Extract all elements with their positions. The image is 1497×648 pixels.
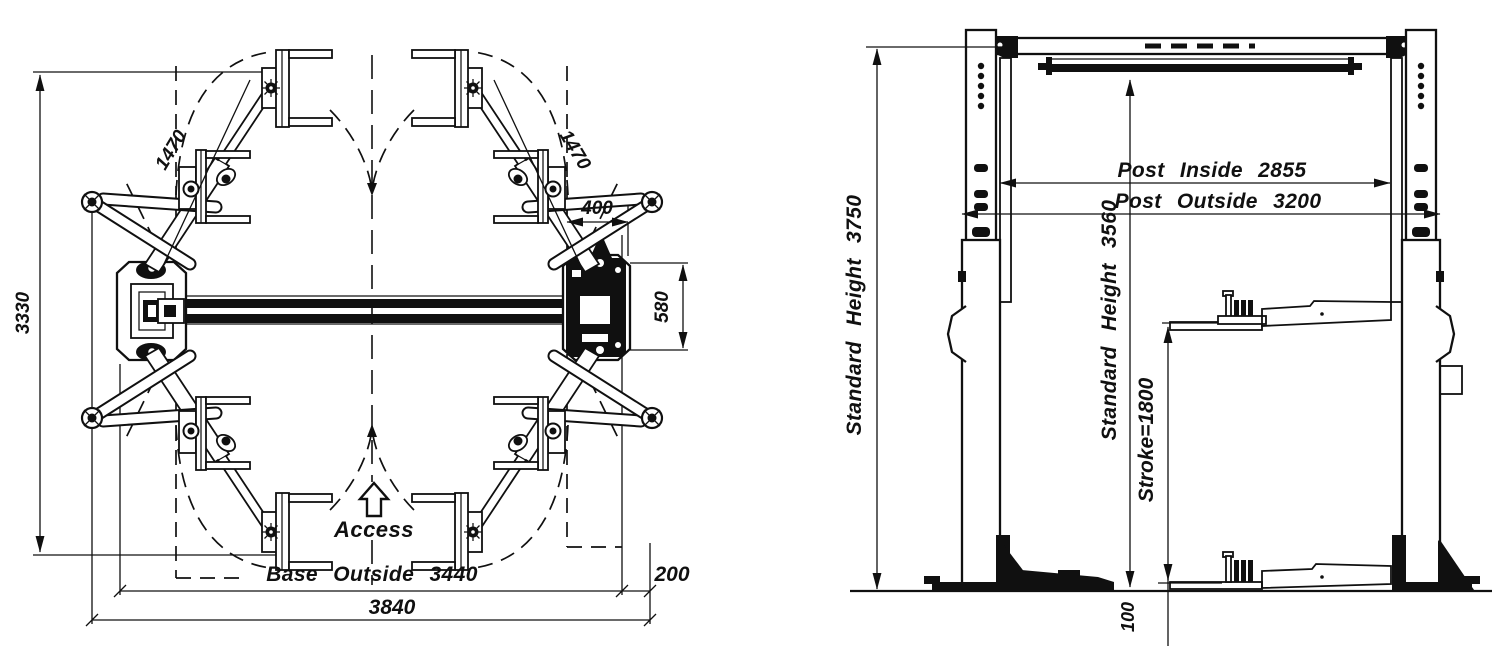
dim-3840-label: 3840 bbox=[369, 596, 416, 619]
dim-400-label: 400 bbox=[580, 198, 613, 219]
elevation-right-post bbox=[1390, 28, 1480, 592]
envelope-arrow-up bbox=[367, 424, 377, 437]
dim-580-label: 580 bbox=[652, 291, 673, 323]
left-post-plate bbox=[115, 260, 188, 362]
dim-standard-height-3560-label: Standard Height 3560 bbox=[1098, 200, 1121, 441]
lowered-arm-left bbox=[1010, 569, 1114, 591]
wheel-pads bbox=[261, 49, 483, 571]
dim-stroke-label: Stroke=1800 bbox=[1135, 378, 1158, 503]
right-post-plate bbox=[561, 233, 632, 362]
elevation-view: Standard Height 3750 Post Inside 2855 Po… bbox=[843, 28, 1492, 646]
dim-base-outside-label: Base Outside 3440 bbox=[266, 563, 478, 586]
dim-post-outside-label: Post Outside 3200 bbox=[1115, 190, 1322, 213]
dim-200-label: 200 bbox=[653, 563, 689, 586]
elevation-dimensions: Standard Height 3750 Post Inside 2855 Po… bbox=[843, 46, 1441, 646]
top-crossbar bbox=[990, 36, 1414, 58]
dim-post-inside-label: Post Inside 2855 bbox=[1118, 159, 1307, 182]
access-label: Access bbox=[333, 517, 414, 542]
lowered-arm-right bbox=[1158, 551, 1392, 590]
dim-100-label: 100 bbox=[1118, 602, 1138, 632]
raised-arm bbox=[1162, 290, 1392, 331]
mid-pad-brackets bbox=[178, 149, 566, 471]
overhead-beam bbox=[1038, 57, 1362, 75]
arm-end-hubs bbox=[262, 79, 482, 541]
access-arrow-icon bbox=[357, 481, 391, 518]
swing-envelope-dashed bbox=[122, 51, 622, 585]
dim-3330-label: 3330 bbox=[13, 291, 34, 334]
envelope-arrow-down bbox=[367, 183, 377, 196]
elevation-left-post bbox=[924, 28, 1114, 592]
plan-view: 3330 1470 1470 400 580 Access Base Outsi… bbox=[13, 49, 690, 627]
dim-standard-height-3750-label: Standard Height 3750 bbox=[843, 195, 866, 436]
floor-crossbeam bbox=[186, 295, 563, 325]
